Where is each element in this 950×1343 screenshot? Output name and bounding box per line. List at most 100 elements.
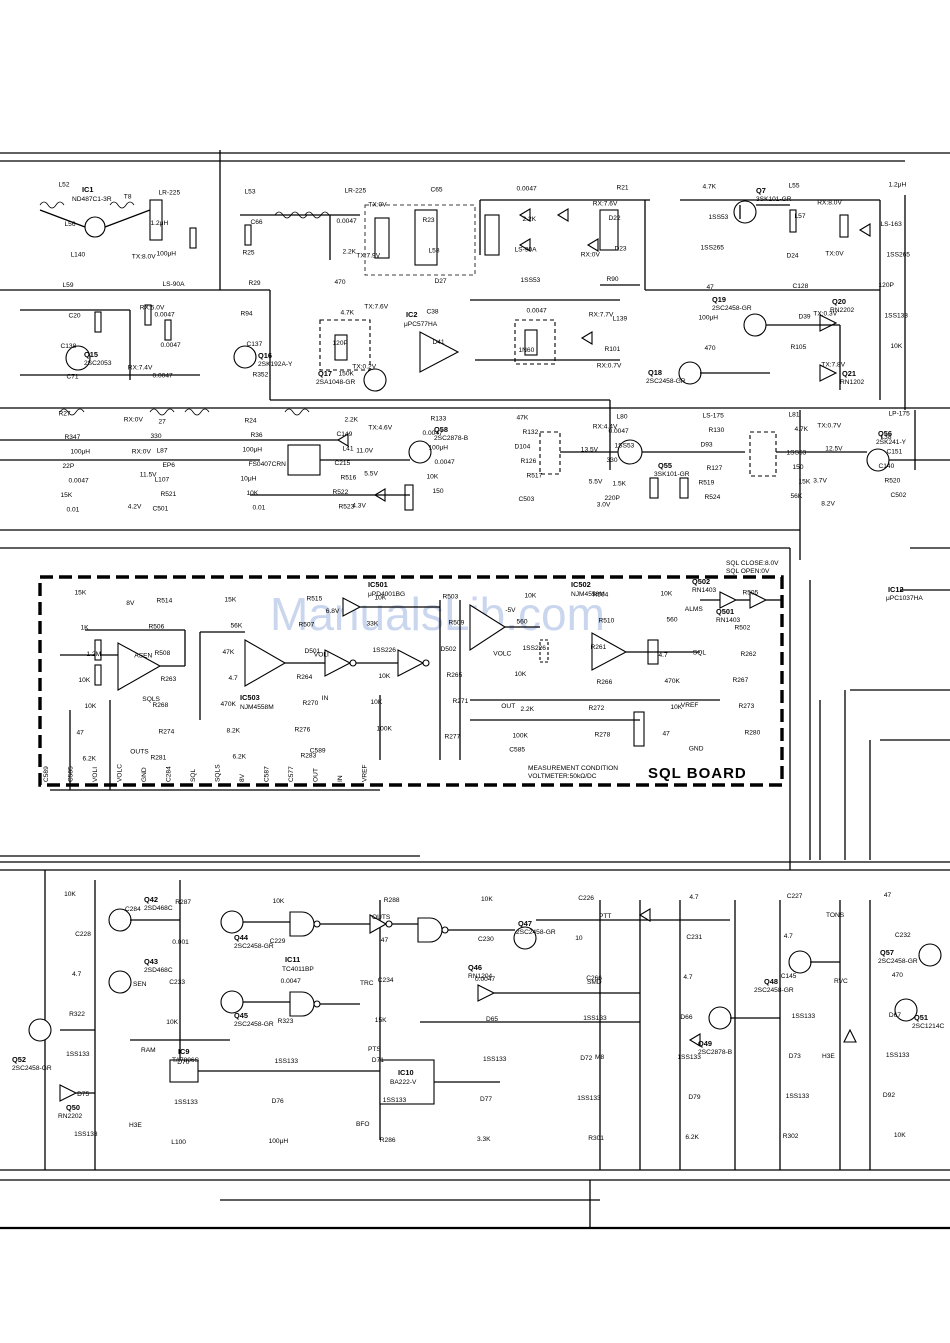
component-label: L57 xyxy=(795,213,806,220)
component-label: 4.7 xyxy=(229,675,238,682)
component-label: C66 xyxy=(251,219,263,226)
pin-label: VOLC xyxy=(117,764,124,782)
component-label: LR-225 xyxy=(345,188,367,195)
component-label: C65 xyxy=(431,187,443,194)
component-label: 4.7K xyxy=(341,309,355,316)
component-label: C234 xyxy=(378,977,394,984)
net-label: H3E xyxy=(129,1122,142,1129)
component-label: L107 xyxy=(155,476,170,483)
component-label: R271 xyxy=(453,698,469,705)
component-label: 0.0047 xyxy=(161,342,182,349)
component-label: D77 xyxy=(480,1096,492,1103)
measurement-line-2: VOLTMETER:50kΩ/DC xyxy=(528,773,597,780)
pin-label: C585 xyxy=(68,766,75,782)
net-label: 13.5V xyxy=(581,447,599,454)
component-label: R505 xyxy=(743,590,759,597)
control-section xyxy=(28,908,942,1105)
net-label: OUTS xyxy=(372,914,391,921)
component-label: 47 xyxy=(707,284,715,291)
component-label: 1SS133 xyxy=(583,1015,607,1022)
if-section xyxy=(0,408,950,511)
component-label: R352 xyxy=(253,371,269,378)
component-label: R90 xyxy=(607,276,619,283)
pin-label: C284 xyxy=(166,766,173,782)
net-label: 5.5V xyxy=(364,471,378,478)
component-label: D41 xyxy=(433,339,445,346)
component-label: R21 xyxy=(617,185,629,192)
component-label: C145 xyxy=(781,973,797,980)
net-label: TX:0V xyxy=(368,202,387,209)
component-label: 220P xyxy=(605,495,621,502)
component-label: C266 xyxy=(586,975,602,982)
component-label: 150K xyxy=(339,370,355,377)
component-label: 1SS53 xyxy=(615,443,635,450)
component-label: R286 xyxy=(380,1137,396,1144)
component-label: 330 xyxy=(607,457,618,464)
component-label: D501 xyxy=(305,648,321,655)
component-label: LP-175 xyxy=(889,411,911,418)
net-label: SMD xyxy=(587,979,602,986)
sql-note-1: SQL CLOSE:8.0V xyxy=(726,560,779,567)
pin-label: VREF xyxy=(362,764,369,782)
net-label: TX:0V xyxy=(825,251,844,258)
component-label: 10K xyxy=(247,490,259,497)
transistor-part: 2SC2458-GR xyxy=(234,943,274,950)
component-label: 47 xyxy=(381,937,389,944)
component-label: 1.2μH xyxy=(889,182,907,189)
net-label: VOLI xyxy=(314,651,329,658)
supply-rails xyxy=(0,150,950,1228)
component-label: R517 xyxy=(527,472,543,479)
net-label: ASEN xyxy=(134,652,152,659)
component-label: 150 xyxy=(433,488,444,495)
component-label: 470 xyxy=(705,345,716,352)
component-label: 1SS53 xyxy=(521,277,541,284)
component-label: 560 xyxy=(667,617,678,624)
component-label: R132 xyxy=(523,429,539,436)
net-label: TX:7.8V xyxy=(821,362,845,369)
component-label: 15K xyxy=(799,478,811,485)
component-label: 1SS133 xyxy=(677,1054,701,1061)
pin-label: GND xyxy=(141,767,148,782)
component-label: D79 xyxy=(688,1094,700,1101)
component-label: C137 xyxy=(247,341,263,348)
pin-label: SQLS xyxy=(215,764,222,782)
component-label: R502 xyxy=(735,625,751,632)
component-label: 0.0047 xyxy=(155,311,176,318)
component-label: R101 xyxy=(605,346,621,353)
transistor-ref: Q48 xyxy=(764,977,778,986)
component-label: L38 xyxy=(881,434,892,441)
component-label: LS-90A xyxy=(515,247,538,254)
component-label: D65 xyxy=(486,1016,498,1023)
component-label: C501 xyxy=(153,505,169,512)
net-label: PTS xyxy=(368,1046,381,1053)
component-label: R281 xyxy=(151,754,167,761)
component-label: R261 xyxy=(591,644,607,651)
net-label: 4.2V xyxy=(128,504,142,511)
transistor-ref: Q16 xyxy=(258,351,272,360)
net-label: RX:4.4V xyxy=(593,424,618,431)
transistor-ref: Q7 xyxy=(756,186,766,195)
component-label: 10K xyxy=(661,591,673,598)
component-label: R323 xyxy=(278,1018,294,1025)
transistor-ref: Q20 xyxy=(832,297,846,306)
component-label: 10K xyxy=(85,703,97,710)
component-label: 100μH xyxy=(71,449,91,456)
net-label: GND xyxy=(689,745,704,752)
component-label: 470K xyxy=(221,701,237,708)
component-label: 1SS133 xyxy=(792,1013,816,1020)
component-label: 100μH xyxy=(269,1138,289,1145)
component-label: 3.3K xyxy=(477,1136,491,1143)
component-label: R283 xyxy=(301,752,317,759)
component-label: L52 xyxy=(59,182,70,189)
net-label: TONS xyxy=(826,912,845,919)
component-label: 1SS53 xyxy=(709,214,729,221)
transistor-ref: Q46 xyxy=(468,963,482,972)
component-label: C232 xyxy=(895,932,911,939)
transistor-ref: Q50 xyxy=(66,1103,80,1112)
component-label: L41 xyxy=(343,446,354,453)
component-label: 4.7K xyxy=(795,426,809,433)
component-label: 2.2K xyxy=(523,216,537,223)
net-label: SQLS xyxy=(142,696,160,703)
transistor-part: 3SK101-GR xyxy=(756,196,792,203)
component-label: C128 xyxy=(793,283,809,290)
